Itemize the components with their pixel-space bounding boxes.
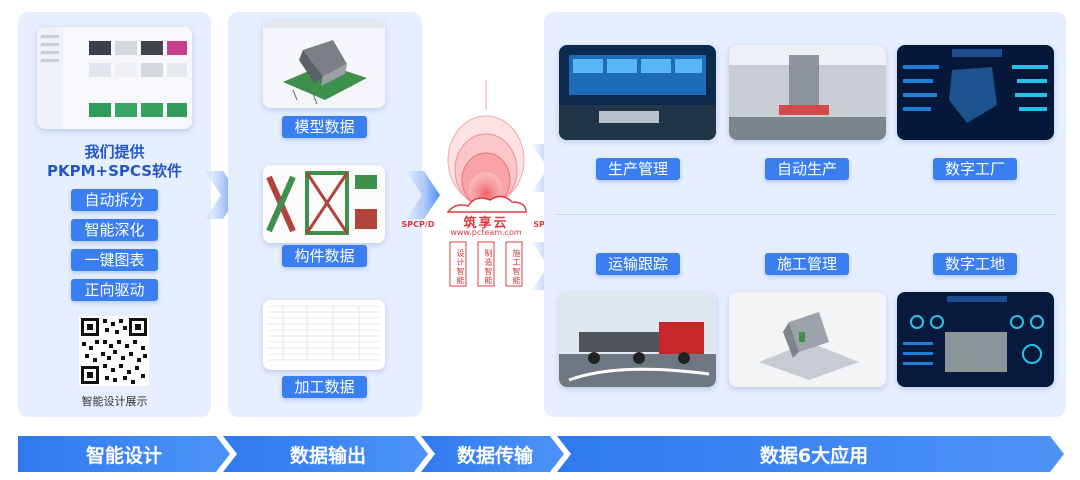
software-screenshot: [37, 27, 192, 129]
digital-factory-image: [897, 45, 1054, 140]
digital-site-image: [897, 292, 1054, 387]
component-data-image: [263, 165, 385, 243]
bottom-chevron-bar: [18, 436, 1064, 472]
app-production-management: 生产管理: [596, 158, 680, 180]
stage-data-transfer: 数据传输: [456, 444, 533, 467]
stage-data-output: 数据输出: [289, 444, 366, 467]
cloud-name: 筑享云: [463, 216, 509, 231]
stage-data-applications: 数据6大应用: [759, 444, 869, 467]
cloud-left-tag: SPCP/D: [401, 220, 435, 229]
feature-one-click-chart: 一键图表: [71, 249, 158, 271]
stage-smart-design: 智能设计: [85, 444, 162, 467]
provider-title-line1: 我们提供: [84, 143, 145, 161]
pillar-design-intelligence: 设计智能: [456, 249, 465, 285]
cloud-pillar-base: [440, 238, 532, 290]
processing-data-image: [263, 300, 385, 370]
pillar-construction-intelligence: 施工智能: [512, 249, 521, 285]
transport-tracking-image: [559, 292, 716, 387]
qr-code[interactable]: [79, 316, 149, 386]
cloud-rings-graphic: [446, 80, 527, 213]
applications-divider: [556, 214, 1056, 215]
feature-auto-split: 自动拆分: [71, 189, 158, 211]
cloud-url: www.pcteam.com: [450, 228, 522, 237]
provider-title-line2: PKPM+SPCS软件: [47, 162, 182, 180]
processing-data-label: 加工数据: [282, 376, 367, 398]
production-management-image: [559, 45, 716, 140]
model-data-image: [263, 20, 385, 108]
flow-arrow-2: [406, 171, 440, 219]
app-transport-tracking: 运输跟踪: [596, 253, 680, 275]
app-auto-production: 自动生产: [765, 158, 849, 180]
feature-smart-deepen: 智能深化: [71, 219, 158, 241]
qr-caption: 智能设计展示: [81, 395, 148, 408]
pillar-manufacturing-intelligence: 制造智能: [484, 249, 493, 285]
auto-production-image: [729, 45, 886, 140]
construction-management-image: [729, 292, 886, 387]
app-digital-factory: 数字工厂: [933, 158, 1017, 180]
feature-forward-drive: 正向驱动: [71, 279, 158, 301]
app-construction-management: 施工管理: [765, 253, 849, 275]
component-data-label: 构件数据: [282, 245, 367, 267]
app-digital-site: 数字工地: [933, 253, 1017, 275]
model-data-label: 模型数据: [282, 116, 367, 138]
